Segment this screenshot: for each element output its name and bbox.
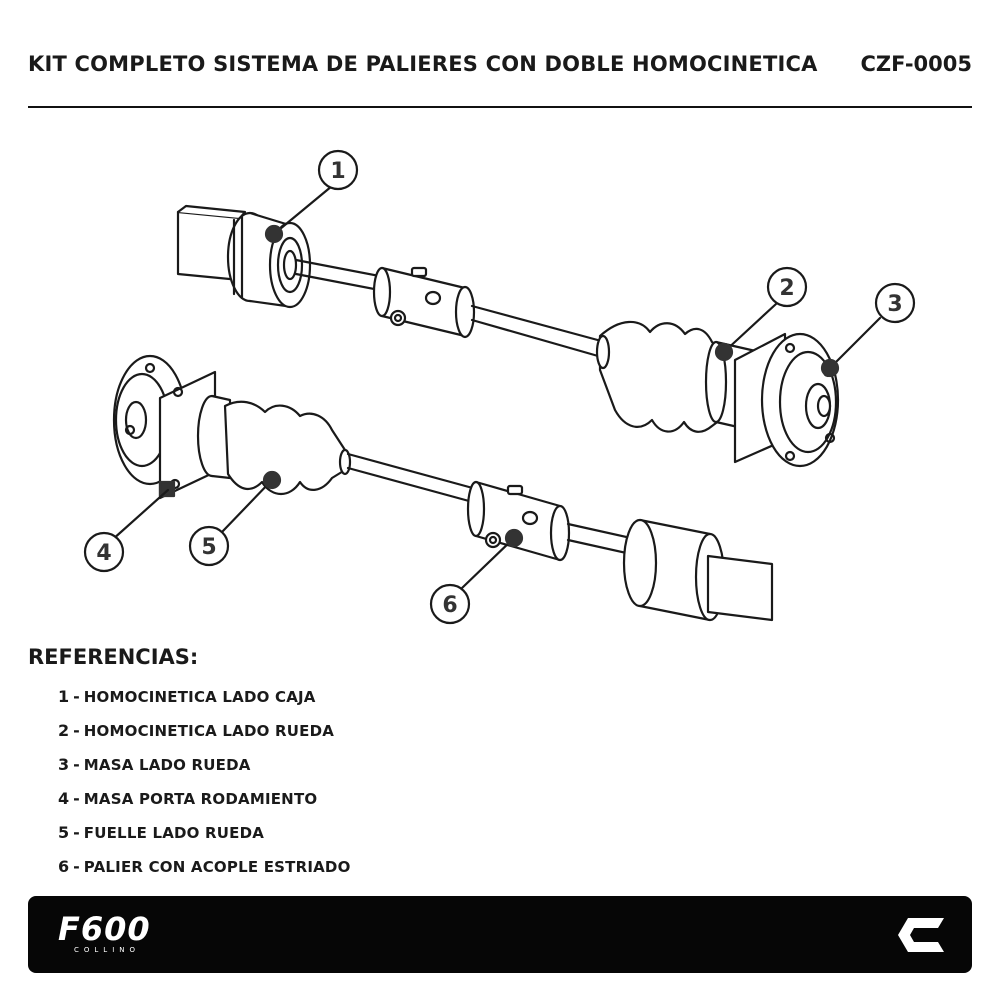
- reference-number: 1: [58, 687, 70, 706]
- reference-number: 4: [58, 789, 70, 808]
- callout-6: 6: [429, 528, 524, 625]
- page-title: KIT COMPLETO SISTEMA DE PALIERES CON DOB…: [28, 52, 818, 76]
- reference-text: FUELLE LADO RUEDA: [83, 824, 265, 842]
- reference-item: 3-MASA LADO RUEDA: [58, 755, 251, 774]
- reference-item: 6-PALIER CON ACOPLE ESTRIADO: [58, 857, 351, 876]
- axle-kit-diagram: 1 2 3 4 5 6: [83, 149, 916, 625]
- callout-3-label: 3: [887, 292, 902, 317]
- callout-5-label: 5: [201, 535, 216, 560]
- reference-text: PALIER CON ACOPLE ESTRIADO: [83, 858, 351, 876]
- lower-axle: [112, 354, 774, 622]
- product-code: CZF-0005: [860, 52, 972, 76]
- callout-4-label: 4: [96, 541, 111, 566]
- callout-6-label: 6: [442, 593, 457, 618]
- reference-number: 6: [58, 857, 70, 876]
- reference-text: HOMOCINETICA LADO CAJA: [83, 688, 316, 706]
- reference-number: 5: [58, 823, 70, 842]
- f600-logo: F600: [58, 910, 151, 948]
- reference-item: 2-HOMOCINETICA LADO RUEDA: [58, 721, 335, 740]
- reference-item: 4-MASA PORTA RODAMIENTO: [58, 789, 318, 808]
- callout-5: 5: [188, 470, 282, 567]
- callout-1: 1: [264, 149, 359, 244]
- f600-logo-subtext: COLLINO: [74, 946, 141, 954]
- references-list: 1-HOMOCINETICA LADO CAJA 2-HOMOCINETICA …: [58, 686, 351, 890]
- callout-2: 2: [714, 266, 808, 362]
- reference-number: 2: [58, 721, 70, 740]
- reference-number: 3: [58, 755, 70, 774]
- footer-bar: F600 COLLINO: [28, 896, 972, 973]
- callout-3: 3: [820, 282, 916, 378]
- callout-2-label: 2: [779, 276, 794, 301]
- upper-axle: [176, 204, 840, 468]
- reference-text: MASA LADO RUEDA: [83, 756, 251, 774]
- callout-1-label: 1: [330, 159, 345, 184]
- header-divider: [28, 106, 972, 108]
- callout-4: 4: [83, 488, 170, 573]
- c-brand-icon: [898, 918, 944, 952]
- references-title: REFERENCIAS:: [28, 645, 199, 669]
- reference-item: 5-FUELLE LADO RUEDA: [58, 823, 265, 842]
- reference-text: HOMOCINETICA LADO RUEDA: [83, 722, 335, 740]
- reference-item: 1-HOMOCINETICA LADO CAJA: [58, 687, 316, 706]
- reference-text: MASA PORTA RODAMIENTO: [83, 790, 318, 808]
